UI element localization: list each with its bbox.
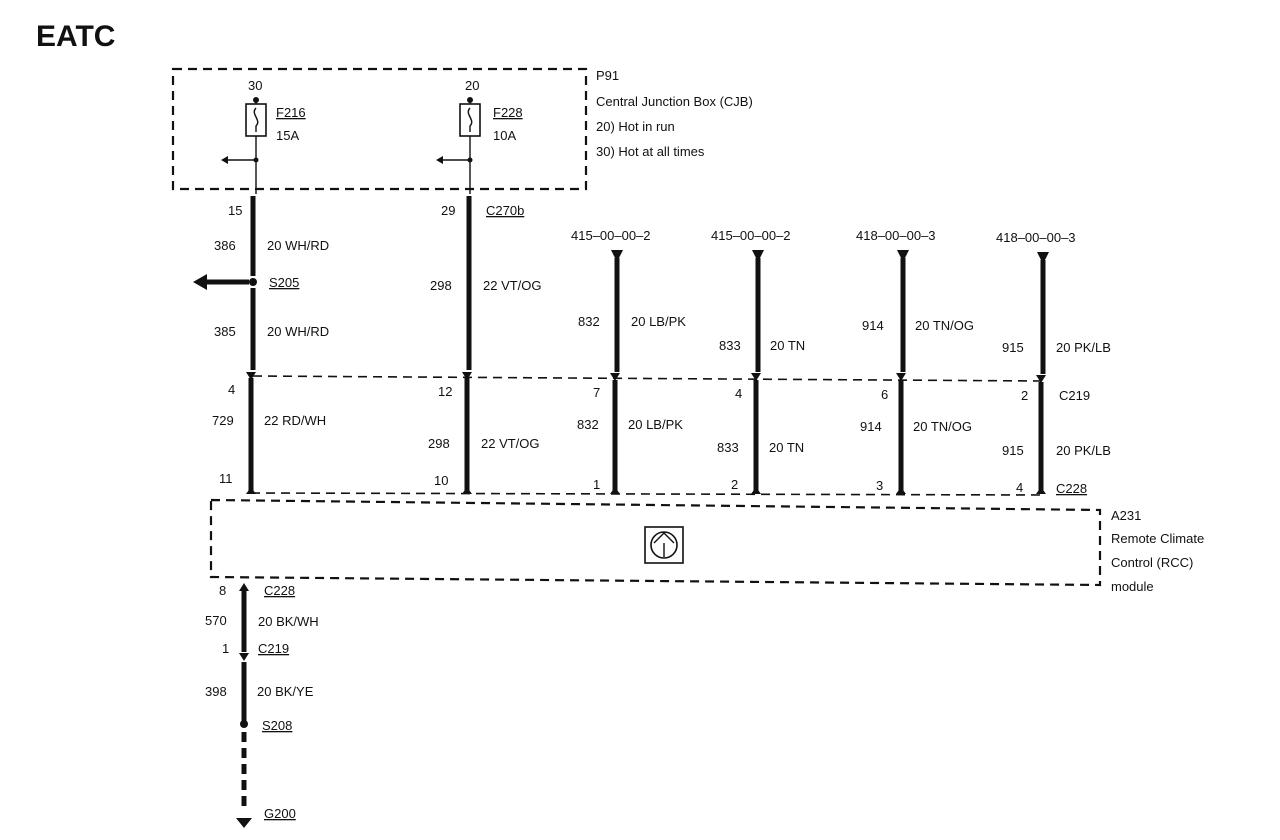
wire-color-label: 20 WH/RD: [267, 238, 329, 253]
module-name-line2: Control (RCC): [1111, 555, 1193, 570]
connector-c228-label: C228: [1056, 481, 1087, 496]
arrow-down-icon: [752, 250, 764, 262]
wire-color-label: 22 RD/WH: [264, 413, 326, 428]
reference-label: 415–00–00–2: [711, 228, 791, 243]
pin-label: 1: [222, 641, 229, 656]
connector-c219-label: C219: [1059, 388, 1090, 403]
connector-label: C219: [258, 641, 289, 656]
circuit-label: 914: [860, 419, 882, 434]
wire-color-label: 20 PK/LB: [1056, 443, 1111, 458]
pin-label: 29: [441, 203, 455, 218]
module-name-line3: module: [1111, 579, 1154, 594]
wire-914: 418–00–00–3 914 20 TN/OG 6 914 20 TN/OG …: [856, 228, 974, 494]
arrow-down-icon: [897, 250, 909, 262]
wire-color-label: 20 TN/OG: [915, 318, 974, 333]
pin-label: 3: [876, 478, 883, 493]
circuit-label: 298: [430, 278, 452, 293]
arrow-left-icon: [193, 274, 207, 290]
connector-label: C270b: [486, 203, 524, 218]
pin-label: 4: [1016, 480, 1023, 495]
splice-label: S205: [269, 275, 299, 290]
wire-color-label: 20 BK/WH: [258, 614, 319, 629]
wire-color-label: 20 TN: [770, 338, 805, 353]
pin-label: 6: [881, 387, 888, 402]
fuse-f216-name: F216: [276, 105, 306, 120]
circuit-label: 915: [1002, 443, 1024, 458]
circuit-label: 832: [578, 314, 600, 329]
reference-label: 415–00–00–2: [571, 228, 651, 243]
wire-832: 415–00–00–2 832 20 LB/PK 7 832 20 LB/PK …: [571, 228, 686, 494]
arrow-left-icon: [221, 156, 228, 164]
module-symbol-icon: [644, 526, 684, 564]
circuit-label: 729: [212, 413, 234, 428]
cjb-box: [171, 67, 588, 191]
wire-298: 29 C270b 298 22 VT/OG 12 298 22 VT/OG 10: [428, 196, 542, 494]
wire-color-label: 20 TN/OG: [913, 419, 972, 434]
ground-label: G200: [264, 806, 296, 821]
module-name-line1: Remote Climate: [1111, 531, 1204, 546]
diagram-title: EATC: [36, 20, 115, 53]
module-id: A231: [1111, 508, 1141, 523]
circuit-label: 915: [1002, 340, 1024, 355]
connector-c228-boundary: [250, 492, 1044, 496]
fuse-f228-rating: 10A: [493, 128, 516, 143]
arrow-down-icon: [1037, 252, 1049, 264]
circuit-label: 386: [214, 238, 236, 253]
pin-label: 2: [1021, 388, 1028, 403]
pin-label: 4: [228, 382, 235, 397]
splice-label: S208: [262, 718, 292, 733]
pin-label: 8: [219, 583, 226, 598]
wire-color-label: 20 BK/YE: [257, 684, 314, 699]
cjb-id: P91: [596, 68, 619, 83]
pin-label: 7: [593, 385, 600, 400]
wire-color-label: 20 PK/LB: [1056, 340, 1111, 355]
wire-386-385-729: 15 386 20 WH/RD S205 385 20 WH/RD 4 729 …: [193, 196, 329, 494]
wire-570-398-ground: 8 C228 570 20 BK/WH 1 C219 398 20 BK/YE …: [205, 583, 319, 828]
cjb-note-20: 20) Hot in run: [596, 119, 675, 134]
reference-label: 418–00–00–3: [996, 230, 1076, 245]
splice-s208-dot: [240, 720, 248, 728]
pin-label: 11: [219, 471, 233, 486]
circuit-label: 570: [205, 613, 227, 628]
pin-label: 2: [731, 477, 738, 492]
wire-color-label: 20 TN: [769, 440, 804, 455]
connector-c219-boundary: [252, 375, 1044, 382]
circuit-label: 832: [577, 417, 599, 432]
connector-label: C228: [264, 583, 295, 598]
pin-label: 1: [593, 477, 600, 492]
arrow-left-icon: [436, 156, 443, 164]
pin-label: 12: [438, 384, 452, 399]
cjb-name: Central Junction Box (CJB): [596, 94, 753, 109]
fuse-f228: 20 F228 10A: [436, 78, 523, 194]
fuse-f216: 30 F216 15A: [221, 78, 306, 194]
circuit-label: 833: [719, 338, 741, 353]
fuse-f228-pin: 20: [465, 78, 479, 93]
rcc-module-box: [209, 498, 1102, 587]
pin-label: 15: [228, 203, 242, 218]
circuit-label: 298: [428, 436, 450, 451]
wire-color-label: 20 LB/PK: [628, 417, 683, 432]
pin-label: 10: [434, 473, 448, 488]
wire-915: 418–00–00–3 915 20 PK/LB 2 915 20 PK/LB …: [996, 230, 1111, 495]
ground-icon: [236, 818, 252, 828]
wire-color-label: 22 VT/OG: [481, 436, 540, 451]
circuit-label: 914: [862, 318, 884, 333]
wire-color-label: 22 VT/OG: [483, 278, 542, 293]
fuse-f228-name: F228: [493, 105, 523, 120]
circuit-label: 833: [717, 440, 739, 455]
arrow-down-icon: [611, 250, 623, 262]
circuit-label: 385: [214, 324, 236, 339]
reference-label: 418–00–00–3: [856, 228, 936, 243]
pin-label: 4: [735, 386, 742, 401]
circuit-label: 398: [205, 684, 227, 699]
fuse-f216-rating: 15A: [276, 128, 299, 143]
wire-color-label: 20 LB/PK: [631, 314, 686, 329]
wire-833: 415–00–00–2 833 20 TN 4 833 20 TN 2: [711, 228, 805, 494]
wire-color-label: 20 WH/RD: [267, 324, 329, 339]
cjb-note-30: 30) Hot at all times: [596, 144, 705, 159]
fuse-f216-pin: 30: [248, 78, 262, 93]
splice-s205-dot: [249, 278, 257, 286]
